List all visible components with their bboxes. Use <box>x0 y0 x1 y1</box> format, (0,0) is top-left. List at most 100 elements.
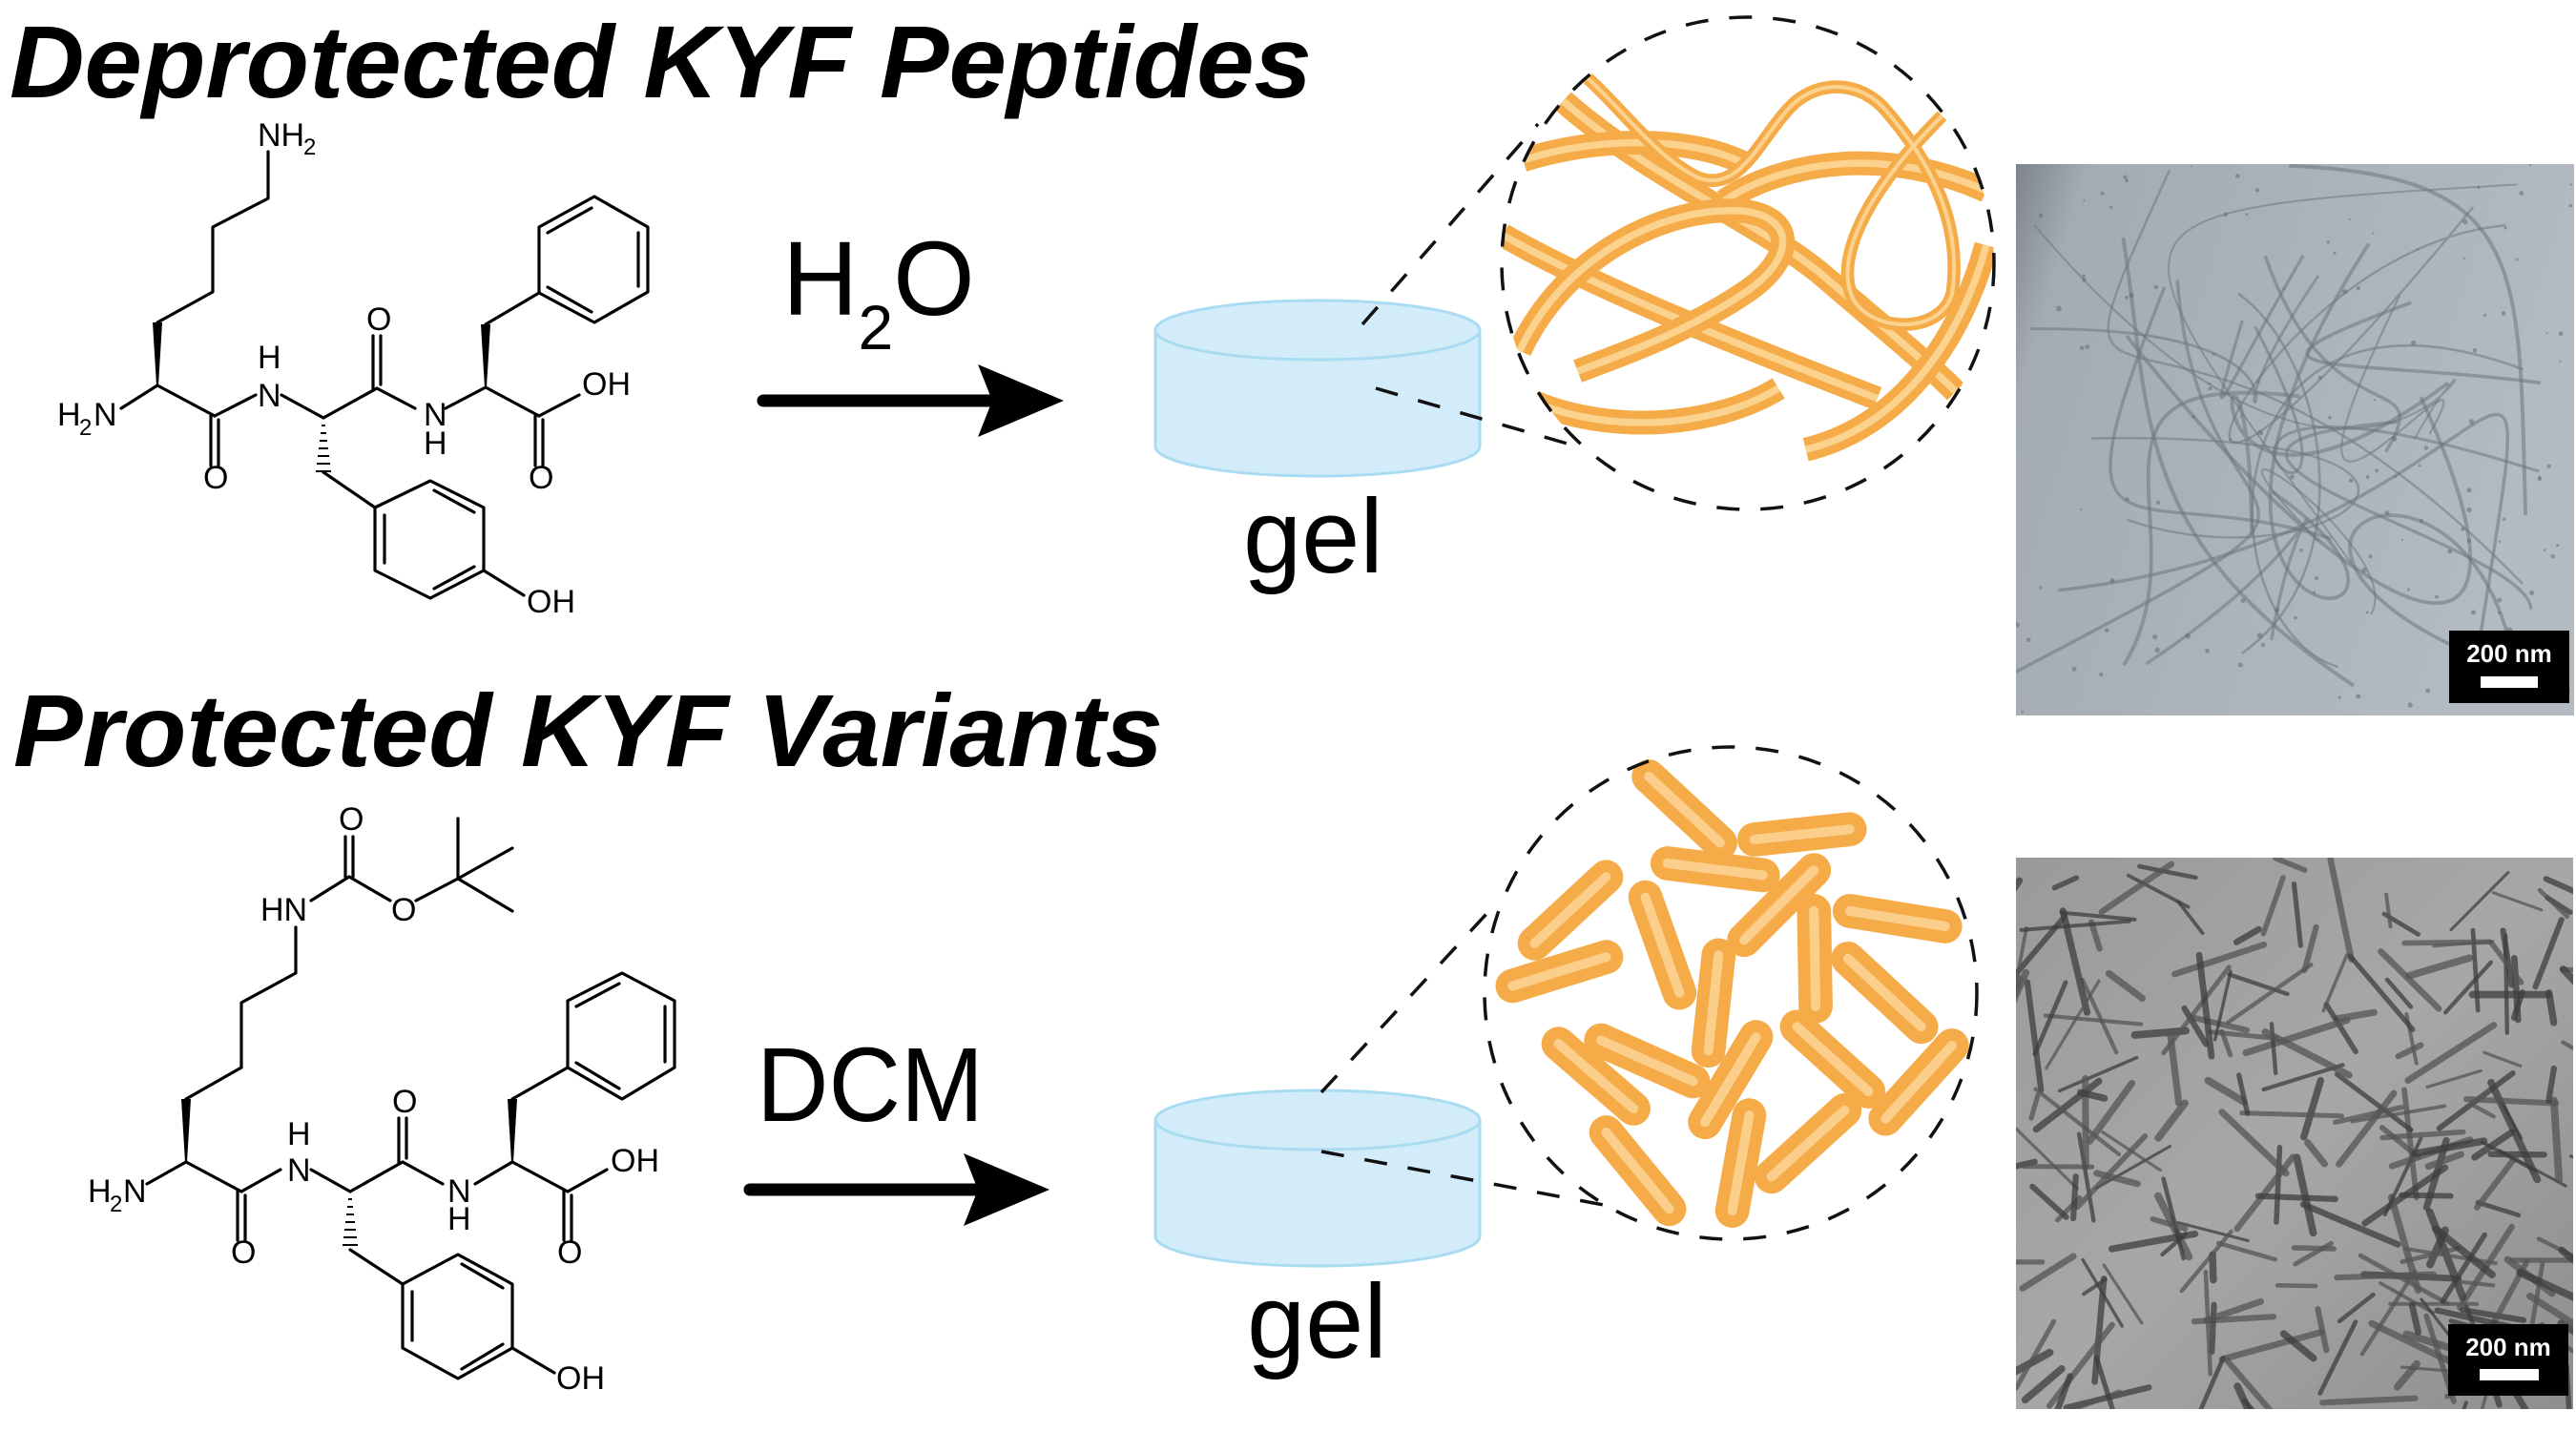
tem-rod-trace <box>2334 1271 2437 1281</box>
tem-rod-trace <box>2543 876 2573 895</box>
tem-rod-trace <box>2046 1321 2115 1409</box>
tem-fiber-trace <box>2121 237 2356 688</box>
fiber <box>1502 224 1882 410</box>
tem-speck <box>2212 352 2215 356</box>
nanofiber-network-illustration <box>1502 73 1994 462</box>
tem-speck <box>2341 288 2348 295</box>
tem-rod-trace <box>2059 910 2137 922</box>
atom-labels: NH 2 H 2 N O N H O N H OH O OH <box>57 117 631 620</box>
tem-rod-trace <box>2301 923 2319 973</box>
fiber <box>1583 73 1961 331</box>
tem-rod-trace <box>2195 951 2215 1060</box>
tem-rod-trace <box>2016 1318 2057 1391</box>
tem-rod-trace <box>2401 1087 2420 1201</box>
tem-rod-trace <box>2076 1131 2096 1223</box>
tem-speck <box>2406 588 2411 591</box>
tem-speck <box>2154 647 2160 653</box>
zoom-guide-line <box>1361 122 1540 326</box>
tem-rod-trace <box>2488 940 2524 985</box>
atom-label: O <box>366 301 391 338</box>
atom-label: 2 <box>303 135 316 160</box>
tem-rod-trace <box>2254 1192 2338 1202</box>
tem-rod-trace <box>2176 900 2205 935</box>
atom-label: H <box>447 1201 471 1237</box>
tem-speck <box>2082 274 2086 279</box>
tem-speck <box>2125 497 2129 502</box>
tem-speck <box>2468 419 2474 425</box>
tem-speck <box>2502 517 2506 522</box>
tem-fiber-trace <box>2289 164 2528 516</box>
atom-label: N <box>424 397 447 433</box>
atom-label: N <box>258 378 281 414</box>
tem-speck <box>2025 637 2031 643</box>
tem-speck <box>2082 278 2087 282</box>
fiber <box>1508 198 1795 383</box>
nanorod <box>1736 812 1867 857</box>
tem-speck <box>2155 500 2161 505</box>
tem-speck <box>2529 590 2535 595</box>
nanorod-assembly-illustration <box>1495 759 1969 1228</box>
tem-rod-trace <box>2076 1089 2109 1102</box>
tem-rod-trace <box>2304 1139 2328 1168</box>
tem-speck <box>2283 287 2286 291</box>
tem-fiber-trace <box>2251 343 2524 669</box>
tem-speck <box>2071 666 2077 672</box>
tem-fiber-trace <box>2030 275 2320 404</box>
tem-speck <box>2123 175 2128 179</box>
stereo-wedge <box>181 1099 191 1162</box>
tem-rod-trace <box>2560 966 2573 973</box>
tem-speck <box>2365 611 2369 614</box>
tem-rod-trace <box>2425 1068 2483 1089</box>
atom-label: HN <box>260 892 307 928</box>
tem-fiber-trace <box>2284 420 2533 610</box>
tem-rod-trace <box>2225 962 2314 1026</box>
tem-rod-trace <box>2361 1164 2449 1227</box>
tem-fiber-trace <box>2107 169 2524 585</box>
tem-speck <box>2254 188 2260 193</box>
nanorod <box>1517 860 1624 961</box>
tem-speck <box>2356 694 2361 699</box>
tem-speck <box>2483 313 2487 318</box>
section-title-protected: Protected KYF Variants <box>13 673 1163 788</box>
tem-rod-trace <box>2032 980 2068 1057</box>
gel-label: gel <box>1247 1263 1387 1380</box>
tem-speck <box>2208 382 2212 385</box>
fiber <box>1717 151 1992 212</box>
tem-rod-trace <box>2384 892 2393 929</box>
molecule-kyf-boc-protected: O HN O H 2 N O N H O N H OH O OH <box>88 801 676 1397</box>
tem-fiber-trace <box>2033 224 2457 440</box>
tem-rod-trace <box>2516 1269 2573 1301</box>
zoom-guide-line <box>1375 386 1585 450</box>
tem-fiber-trace <box>2219 254 2305 400</box>
solvent-subscript: 2 <box>858 292 893 363</box>
tem-rod-trace <box>2150 1215 2189 1233</box>
tem-speck <box>2105 628 2109 633</box>
tem-speck <box>2425 688 2431 694</box>
tem-rod-trace <box>2327 858 2355 963</box>
tem-rod-trace <box>2532 917 2565 990</box>
tem-rod-trace <box>2401 939 2493 946</box>
tem-speck <box>2185 633 2191 639</box>
tem-speck <box>2503 226 2507 230</box>
tem-rod-trace <box>2202 1297 2264 1324</box>
tem-speck <box>2546 464 2551 468</box>
tem-rod-trace <box>2154 1099 2189 1142</box>
tem-rod-trace <box>2379 1281 2436 1316</box>
tem-speck <box>2361 567 2367 573</box>
tem-speck <box>2333 251 2337 255</box>
gel-cylinder-bottom: gel <box>1153 1089 1482 1380</box>
atom-labels: O HN O H 2 N O N H O N H OH O OH <box>88 801 659 1397</box>
tem-rod-trace <box>2233 925 2262 945</box>
solvent-o: O <box>893 220 975 338</box>
tem-speck <box>2372 232 2375 235</box>
tem-rod-trace <box>2279 1330 2317 1362</box>
nanorod <box>1628 880 1697 1010</box>
tem-rod-trace <box>2160 1232 2188 1257</box>
tem-rod-trace <box>2176 1220 2250 1243</box>
tem-rod-trace <box>2093 1170 2141 1188</box>
tem-rod-trace <box>2179 1229 2233 1294</box>
tem-speck <box>2109 205 2113 209</box>
tem-speck <box>2153 284 2159 290</box>
stereo-wedge <box>153 322 162 385</box>
tem-rod-trace <box>2105 969 2146 1002</box>
